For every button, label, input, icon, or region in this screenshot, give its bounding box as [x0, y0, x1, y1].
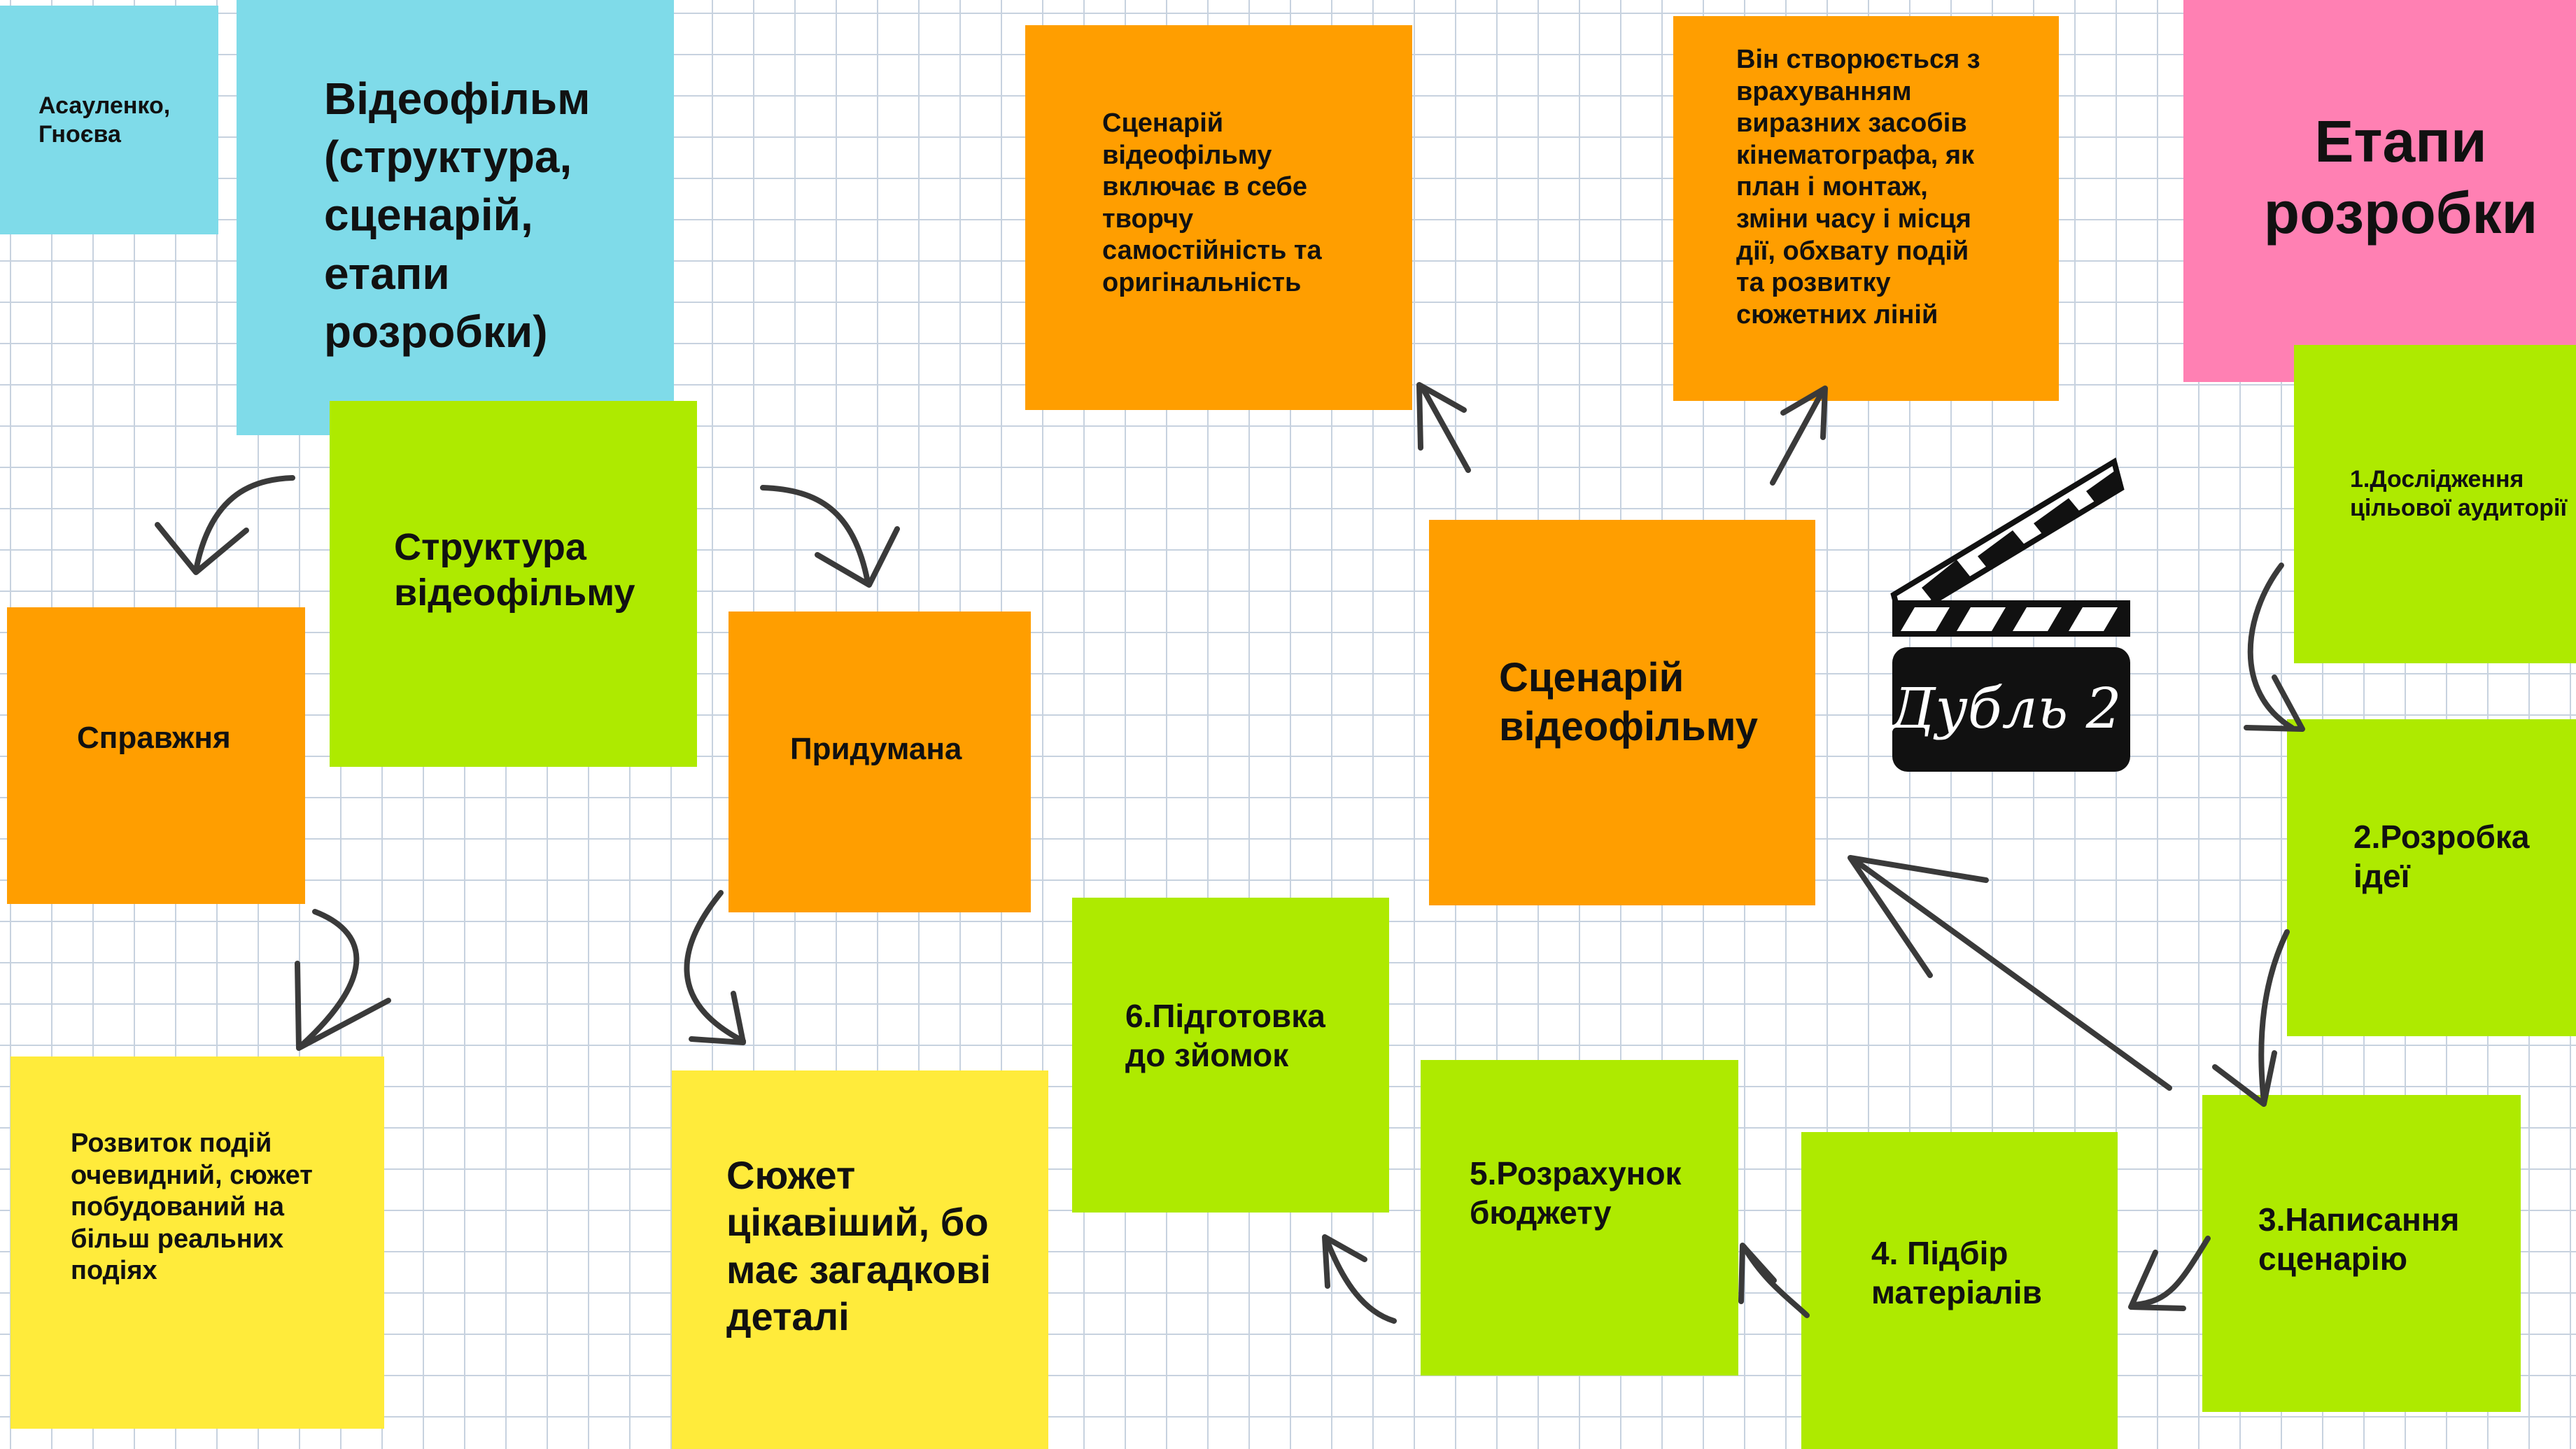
invented-description: Сюжет цікавіший, бо має загадкові деталі — [726, 1153, 992, 1338]
stage-4-label: 4. Підбір матеріалів — [1871, 1235, 2042, 1310]
arrowhead-stage4-to-stage5 — [1738, 1243, 1777, 1304]
arrow-invented-to-description — [684, 890, 746, 1044]
authors-note: Асауленко, Гноєва — [0, 6, 218, 234]
script-means-text: Він створюється з врахуванням виразних з… — [1736, 45, 1980, 330]
invented-description-note: Сюжет цікавіший, бо має загадкові деталі — [672, 1070, 1048, 1449]
page-title: Відеофільм (структура, сценарій, етапи р… — [324, 73, 591, 357]
arrow-structure-to-invented — [760, 485, 871, 585]
real-note: Справжня — [7, 607, 305, 904]
stage-5-label: 5.Розрахунок бюджету — [1470, 1155, 1682, 1231]
script-creativity-text: Сценарій відеофільму включає в себе твор… — [1102, 108, 1322, 297]
stage-3-note: 3.Написання сценарію — [2202, 1095, 2521, 1412]
stages-heading-note: Етапи розробки — [2183, 0, 2576, 382]
clapperboard-icon: Дубль 2 — [1887, 457, 2130, 772]
arrowhead-real-to-description — [295, 961, 391, 1051]
script-heading: Сценарій відеофільму — [1499, 654, 1759, 749]
arrowhead-stage3-to-stage4 — [2128, 1250, 2186, 1311]
stage-1-label: 1.Дослідження цільової аудиторії — [2350, 465, 2568, 521]
title-note: Відеофільм (структура, сценарій, етапи р… — [237, 0, 674, 435]
real-label: Справжня — [77, 720, 231, 755]
arrowhead-structure-to-invented — [815, 526, 900, 588]
stage-5-note: 5.Розрахунок бюджету — [1421, 1060, 1738, 1376]
authors-text: Асауленко, Гноєва — [38, 92, 171, 148]
stage-3-label: 3.Написання сценарію — [2258, 1201, 2460, 1277]
real-description: Розвиток подій очевидний, сюжет побудова… — [71, 1129, 313, 1286]
arrow-script-to-creativity — [1419, 384, 1471, 473]
script-note: Сценарій відеофільму — [1429, 520, 1815, 905]
arrow-stage3-to-stage4 — [2132, 1236, 2211, 1308]
invented-note: Придумана — [729, 612, 1031, 912]
real-description-note: Розвиток подій очевидний, сюжет побудова… — [10, 1056, 384, 1429]
arrowhead-stage3-to-script — [1847, 855, 1989, 978]
arrow-stage5-to-stage6 — [1323, 1236, 1397, 1324]
arrow-real-to-description — [298, 909, 360, 1049]
structure-note: Структура відеофільму — [330, 401, 697, 767]
clapper-text: Дубль 2 — [1887, 676, 2121, 741]
arrowhead-stage5-to-stage6 — [1322, 1234, 1367, 1289]
script-creativity-note: Сценарій відеофільму включає в себе твор… — [1025, 25, 1412, 410]
script-means-note: Він створюється з врахуванням виразних з… — [1673, 16, 2059, 401]
invented-label: Придумана — [790, 732, 962, 767]
stage-6-label: 6.Підготовка до зйомок — [1125, 998, 1325, 1073]
stage-2-label: 2.Розробка ідеї — [2353, 819, 2530, 894]
stage-4-note: 4. Підбір матеріалів — [1801, 1132, 2118, 1449]
arrow-stage3-to-script — [1850, 856, 2172, 1091]
arrow-script-to-means — [1770, 388, 1826, 486]
arrow-structure-to-real — [193, 475, 295, 573]
stage-6-note: 6.Підготовка до зйомок — [1072, 898, 1389, 1213]
arrow-stage1-to-stage2 — [2247, 563, 2295, 730]
structure-heading: Структура відеофільму — [394, 525, 635, 614]
arrowhead-invented-to-description — [689, 991, 746, 1045]
stage-2-note: 2.Розробка ідеї — [2287, 719, 2576, 1036]
stages-heading: Етапи розробки — [2263, 108, 2538, 246]
arrow-stage4-to-stage5 — [1741, 1244, 1810, 1318]
arrow-stage2-to-stage3 — [2258, 929, 2290, 1105]
arrowhead-script-to-creativity — [1416, 382, 1467, 451]
stage-1-note: 1.Дослідження цільової аудиторії — [2294, 345, 2576, 663]
arrowhead-structure-to-real — [155, 522, 249, 575]
